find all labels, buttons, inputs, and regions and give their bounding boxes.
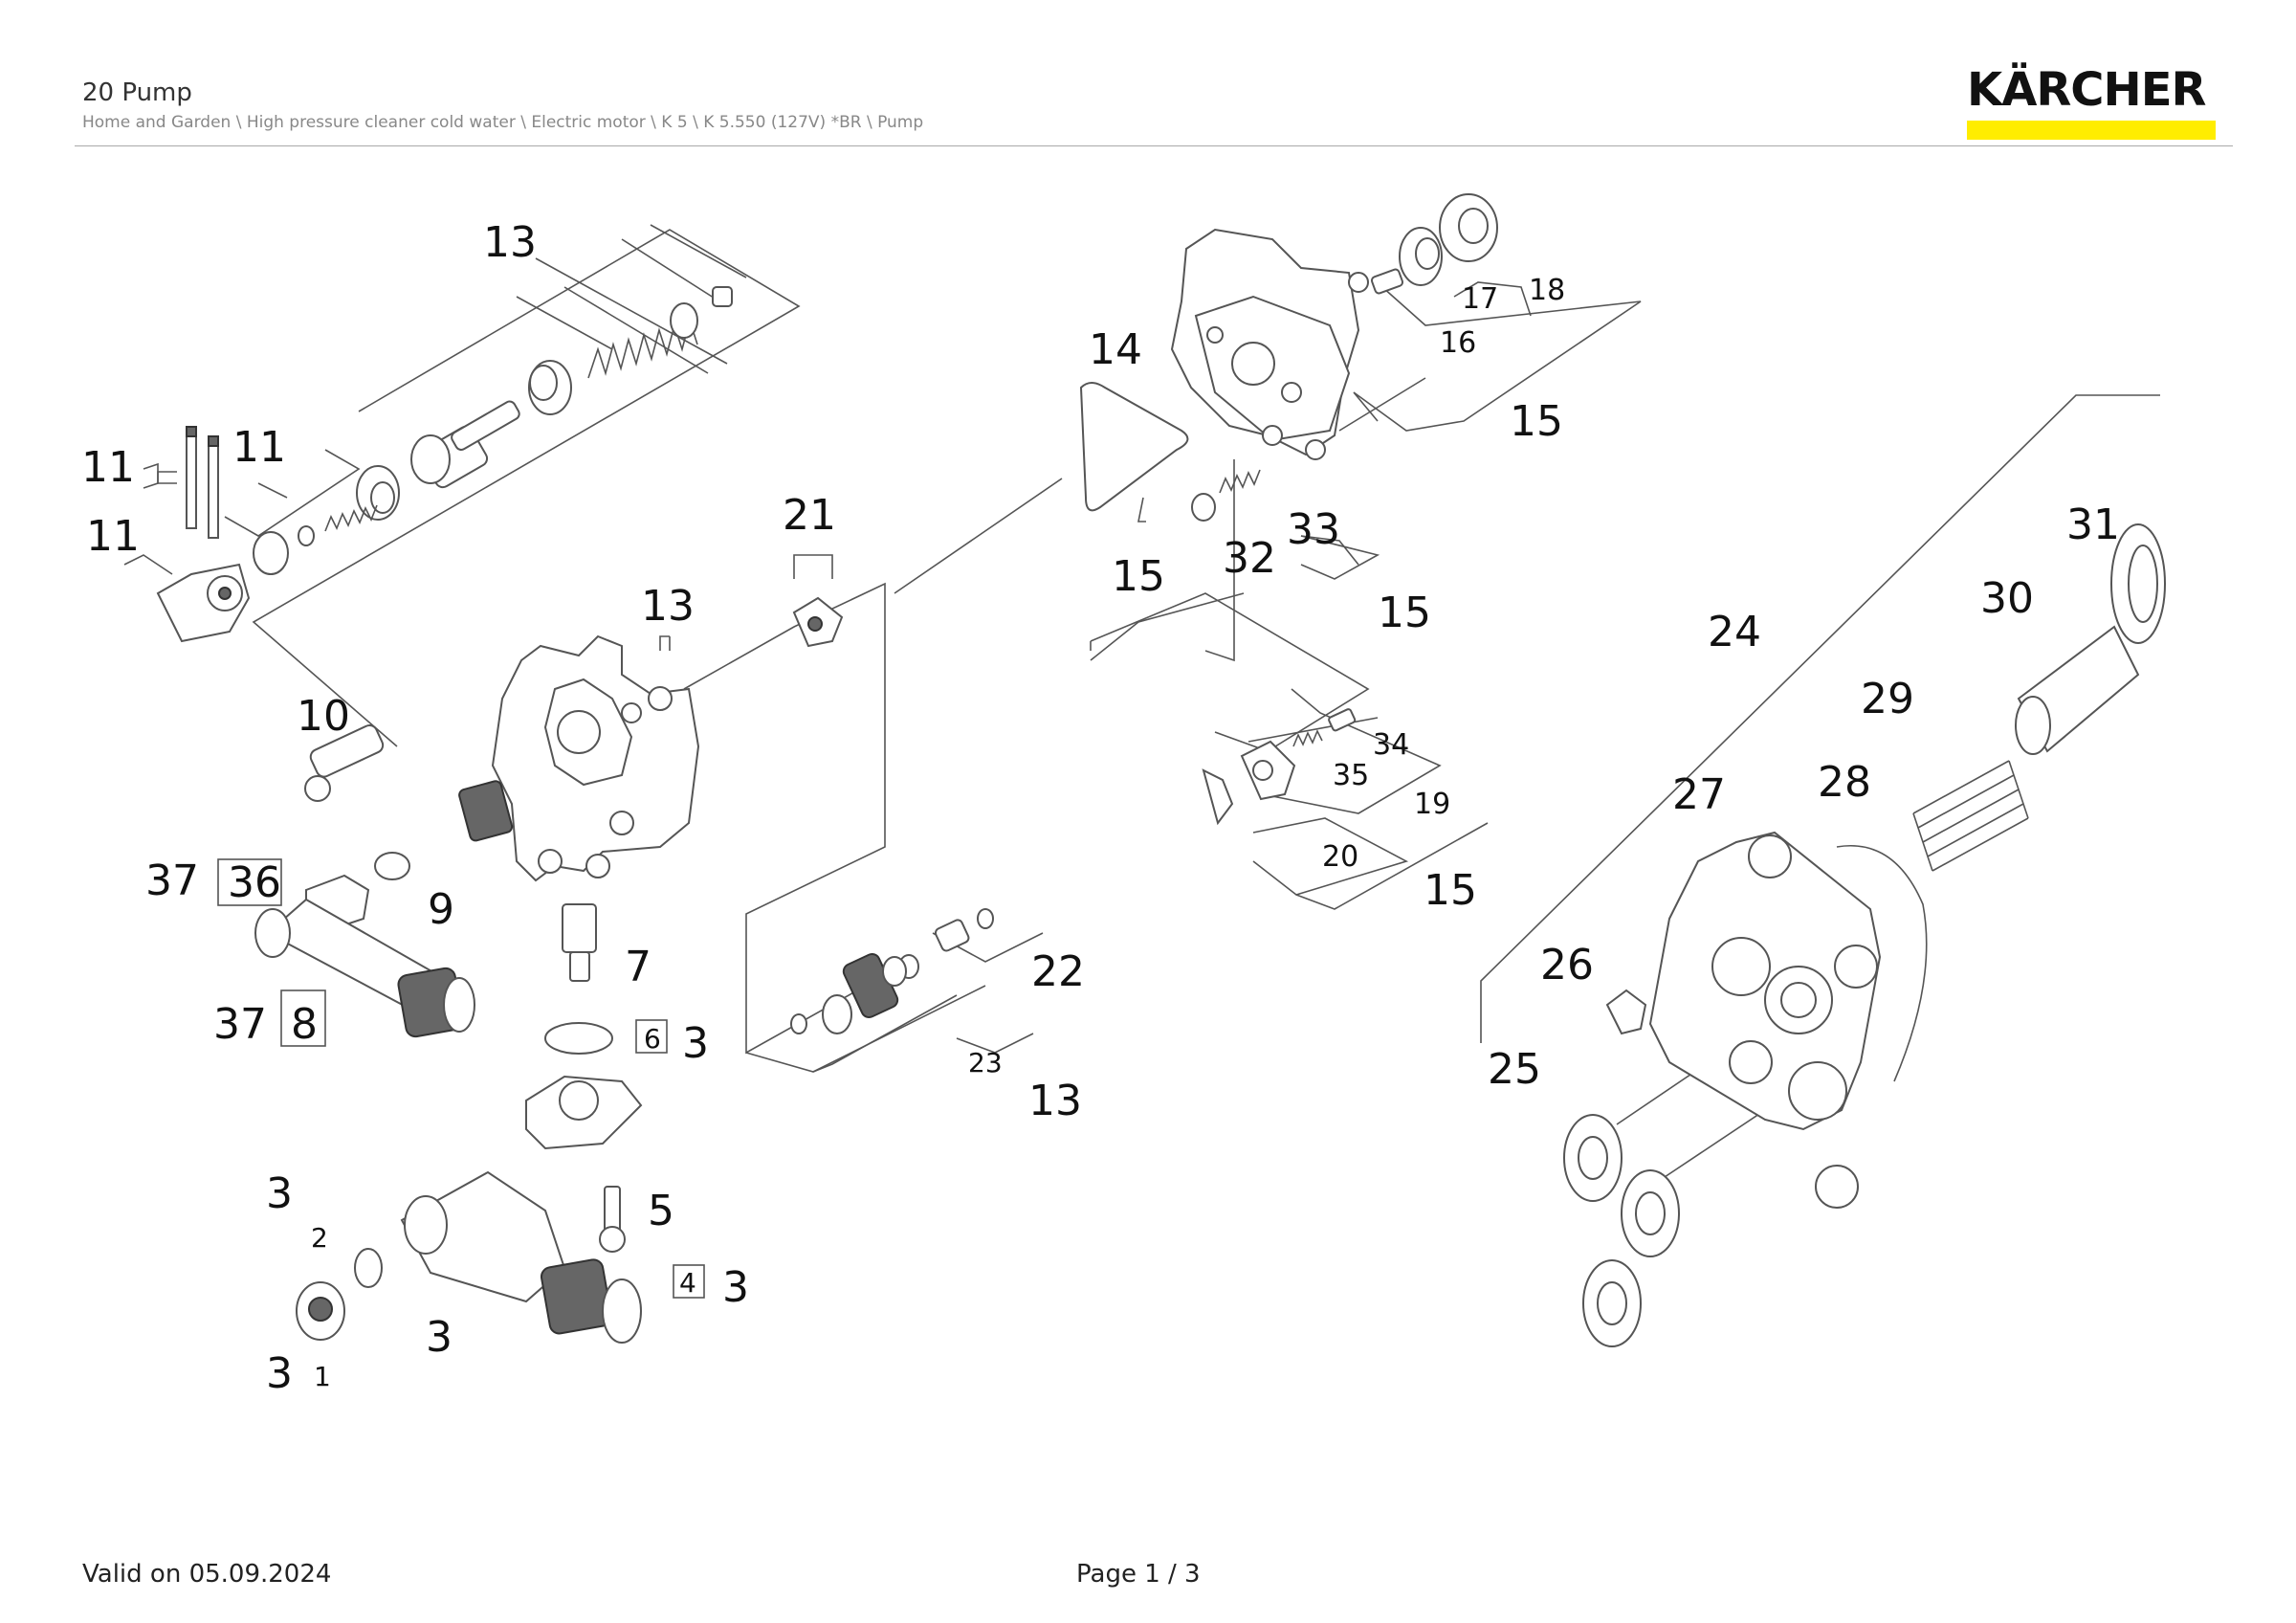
logo-yellow-bar [1967, 121, 2216, 140]
callout-22: 22 [1031, 947, 1085, 996]
callout-25: 25 [1488, 1045, 1541, 1094]
breadcrumb: Home and Garden \ High pressure cleaner … [82, 113, 924, 132]
spring-35 [1292, 729, 1323, 747]
spring-11 [324, 504, 378, 532]
callout-11-a: 11 [81, 443, 135, 492]
callout-1: 1 [314, 1361, 331, 1392]
callout-15-a: 15 [1112, 552, 1165, 601]
callout-14: 14 [1089, 325, 1142, 374]
callout-3-d: 3 [426, 1313, 453, 1362]
right-assembly [1480, 394, 2166, 1347]
callout-3-e: 3 [266, 1349, 293, 1398]
callout-13-low: 13 [1028, 1077, 1082, 1125]
callout-20: 20 [1322, 840, 1358, 874]
callout-brackets [157, 471, 833, 1299]
callout-11-b: 11 [232, 423, 286, 472]
callout-11-c: 11 [86, 512, 140, 561]
callout-30: 30 [1980, 574, 2034, 623]
callout-21: 21 [783, 491, 836, 540]
page-title: 20 Pump [82, 78, 192, 107]
callout-18: 18 [1529, 274, 1565, 307]
callout-15-d: 15 [1424, 866, 1477, 915]
callout-17: 17 [1462, 282, 1498, 316]
callout-6: 6 [644, 1023, 661, 1055]
logo-wordmark: KÄRCHER [1967, 63, 2206, 117]
callout-19: 19 [1414, 788, 1450, 821]
spring-29 [1912, 760, 2029, 872]
callout-35: 35 [1333, 759, 1369, 792]
callout-9: 9 [428, 885, 454, 934]
callout-23: 23 [968, 1047, 1003, 1078]
callout-13-mid: 13 [641, 582, 695, 631]
header-divider [75, 145, 2233, 146]
callout-16: 16 [1440, 326, 1476, 360]
callout-15-c: 15 [1378, 589, 1431, 637]
page-number: Page 1 / 3 [1076, 1560, 1201, 1589]
callout-15-b: 15 [1510, 397, 1563, 446]
valid-date: Valid on 05.09.2024 [82, 1560, 332, 1589]
callout-5: 5 [648, 1187, 674, 1235]
callout-36: 36 [228, 858, 281, 907]
right-top-assembly [1079, 193, 1642, 910]
callout-26: 26 [1540, 941, 1594, 989]
callout-2: 2 [311, 1222, 328, 1254]
callout-3-b: 3 [266, 1169, 293, 1218]
callout-13-top: 13 [483, 218, 537, 267]
callout-3-c: 3 [722, 1263, 749, 1312]
callout-4: 4 [679, 1267, 696, 1299]
left-assembly-linework [123, 224, 1063, 1073]
callout-34: 34 [1373, 728, 1409, 762]
callout-28: 28 [1818, 758, 1871, 807]
callout-37-b: 37 [213, 1000, 267, 1049]
spring-33 [1219, 469, 1261, 494]
left-assembly-parts [156, 286, 994, 1344]
callout-33: 33 [1287, 505, 1340, 554]
callout-labels: 13 11 11 11 21 13 10 37 36 9 7 6 3 37 8 … [81, 218, 2120, 1398]
callout-7: 7 [625, 943, 651, 991]
callout-37-a: 37 [145, 856, 199, 905]
callout-31: 31 [2066, 500, 2120, 549]
callout-27: 27 [1672, 770, 1726, 819]
callout-24: 24 [1708, 608, 1761, 656]
spring-13 [587, 318, 698, 379]
callout-29: 29 [1861, 675, 1914, 723]
callout-32: 32 [1223, 534, 1276, 583]
callout-10: 10 [297, 692, 350, 741]
karcher-logo: KÄRCHER [1967, 63, 2216, 140]
callout-8: 8 [291, 1000, 318, 1049]
callout-3-a: 3 [682, 1019, 709, 1068]
